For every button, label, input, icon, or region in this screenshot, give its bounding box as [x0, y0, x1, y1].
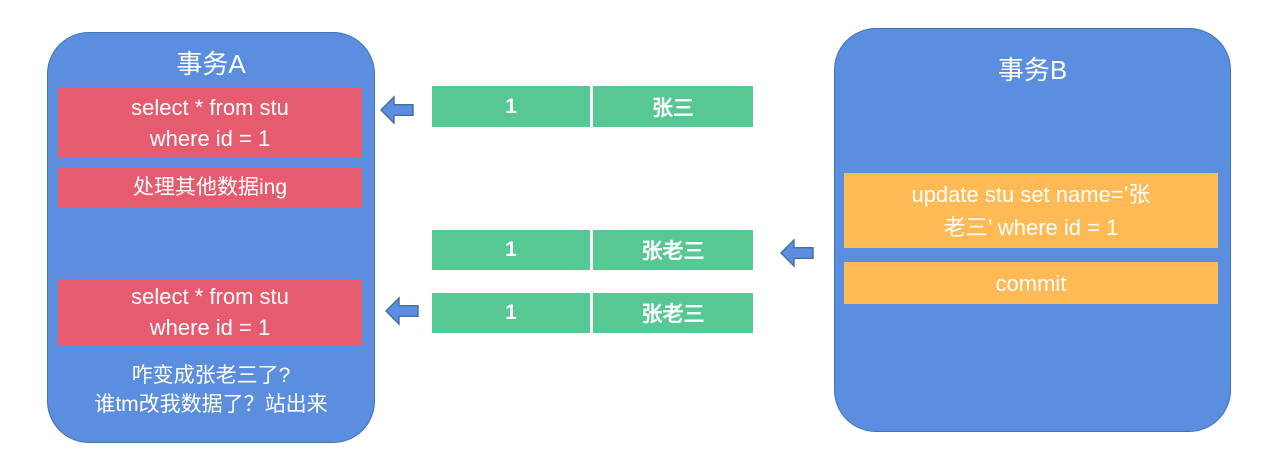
transaction-a-title: 事务A: [176, 49, 246, 79]
stu-table-row-zhanglaosan-2: 1 张老三: [432, 293, 753, 333]
transaction-b-update-step: update stu set name=’张 老三’ where id = 1: [844, 173, 1218, 248]
transaction-b-panel: 事务B update stu set name=’张 老三’ where id …: [834, 28, 1231, 432]
left-arrow-icon: [380, 95, 414, 125]
row-id-cell: 1: [505, 94, 517, 118]
transaction-b-title: 事务B: [997, 55, 1068, 85]
row-id-cell: 1: [505, 301, 517, 324]
transaction-a-processing-step: 处理其他数据ing: [58, 167, 362, 208]
row-name-cell: 张老三: [641, 240, 705, 263]
left-arrow-icon: [780, 238, 814, 268]
transaction-a-note: 咋变成张老三了? 谁tm改我数据了？站出来: [94, 364, 328, 416]
row-cell-divider: [590, 293, 593, 333]
left-arrow-icon: [385, 296, 419, 326]
stu-table-row-zhangsan: 1 张三: [432, 86, 753, 127]
row-name-cell: 张三: [652, 96, 694, 120]
transaction-a-select-step-2: select * from stu where id = 1: [58, 279, 362, 345]
row-name-cell: 张老三: [641, 303, 705, 326]
row-cell-divider: [590, 230, 593, 270]
row-id-cell: 1: [505, 238, 517, 261]
stu-table-row-zhanglaosan-1: 1 张老三: [432, 230, 753, 270]
row-cell-divider: [590, 86, 593, 127]
transaction-a-select-step-1: select * from stu where id = 1: [58, 87, 362, 158]
transaction-a-panel: 事务A select * from stu where id = 1 处理其他数…: [47, 32, 375, 443]
transaction-b-commit-step: commit: [844, 262, 1218, 304]
